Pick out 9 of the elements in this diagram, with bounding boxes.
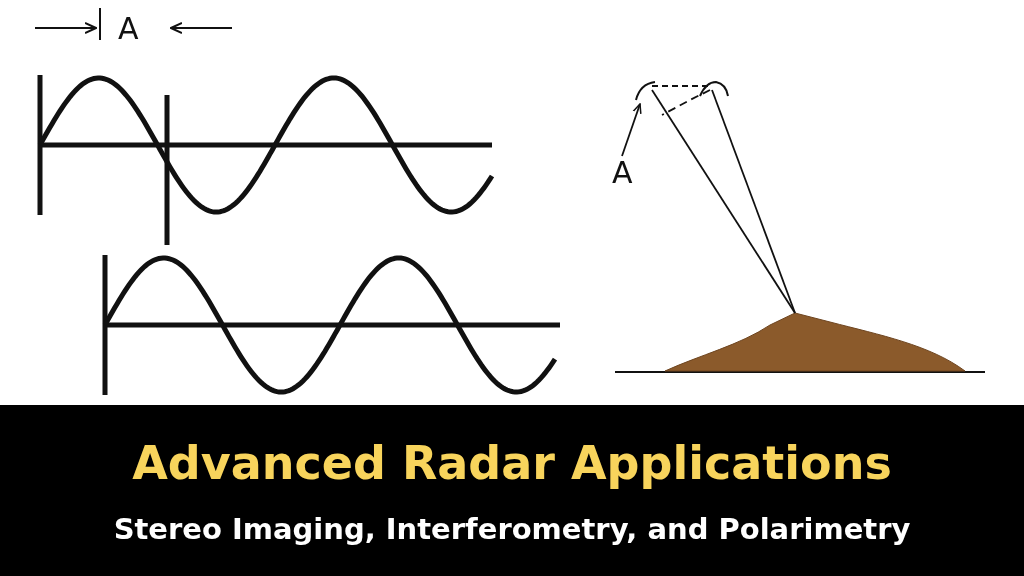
radar-ray-line <box>711 89 796 314</box>
hill-drawing <box>664 312 966 372</box>
antenna-arc <box>635 81 656 101</box>
antenna-arc <box>699 81 729 97</box>
dimension-label: A <box>118 14 139 44</box>
callout-label: A <box>612 158 633 188</box>
leader-line <box>621 103 642 157</box>
radar-ray-line <box>651 89 796 314</box>
subtitle: Stereo Imaging, Interferometry, and Polarimetry <box>112 515 912 544</box>
